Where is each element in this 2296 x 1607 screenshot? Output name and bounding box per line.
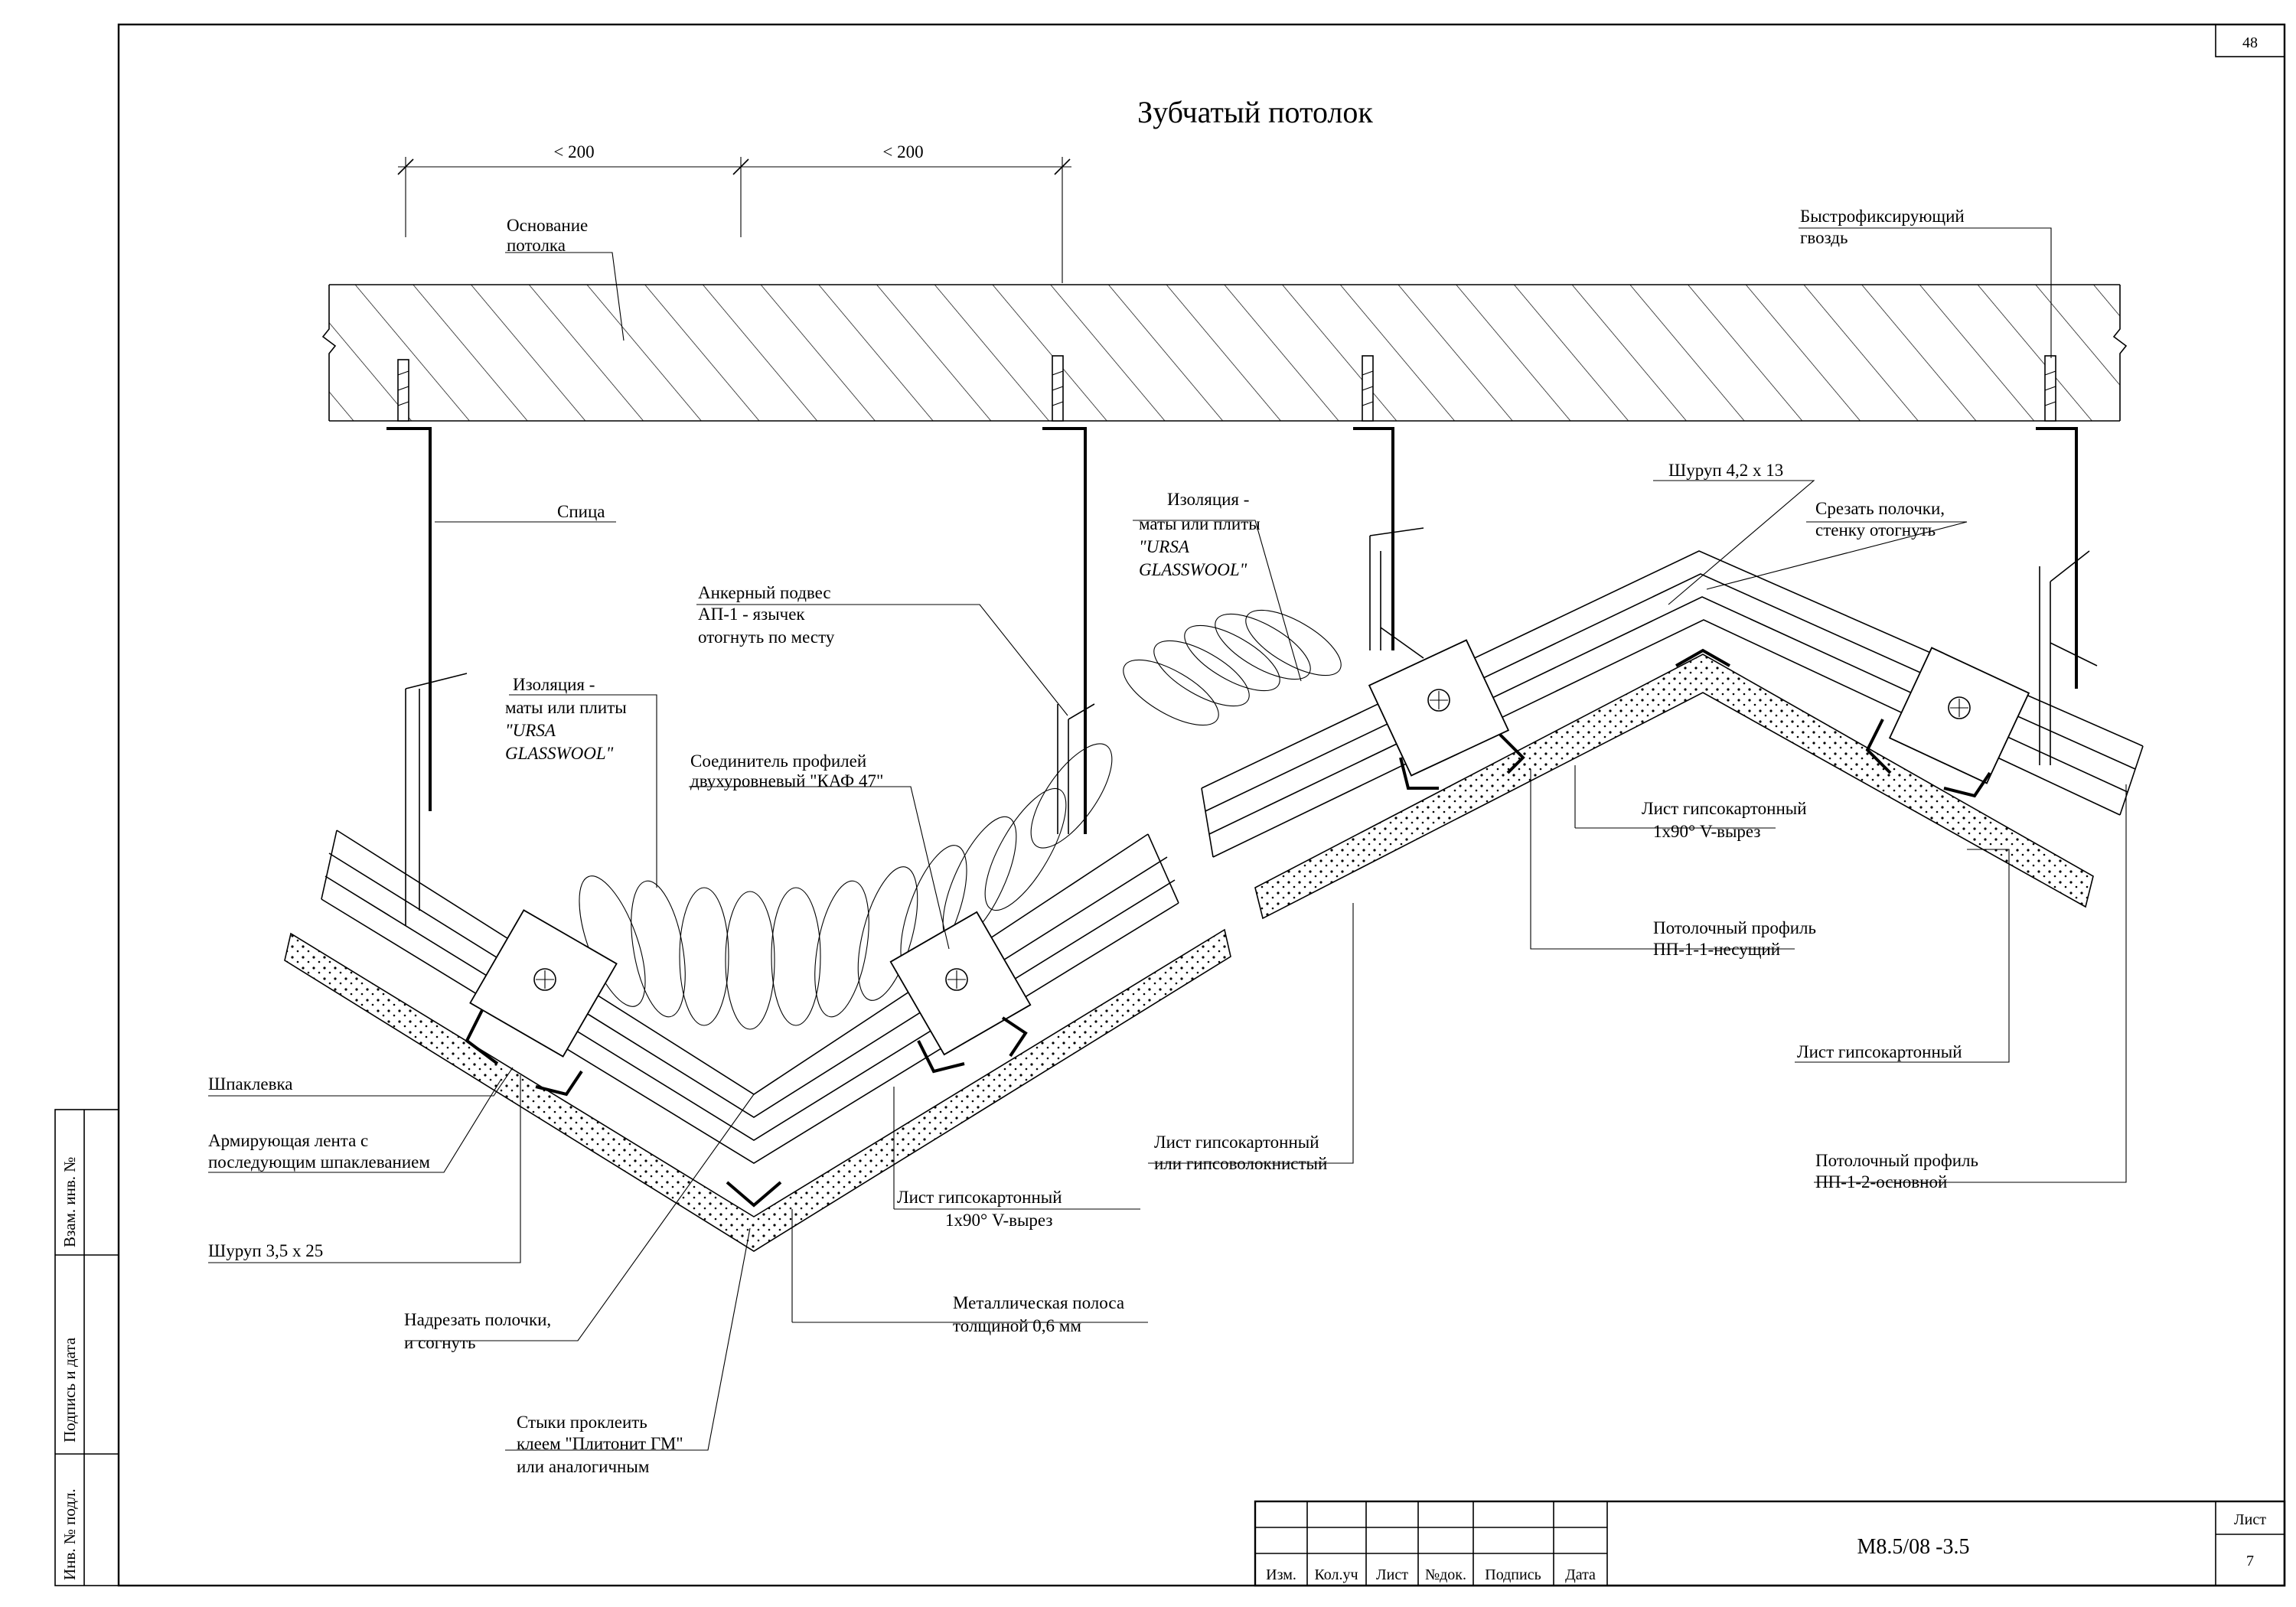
leader-lines: [208, 227, 2127, 1451]
label-shurup-42: Шуруп 4,2 х 13: [1668, 461, 1783, 480]
nail-group: [386, 355, 2066, 430]
label-metall-1: Металлическая полоса: [953, 1293, 1124, 1312]
annotation-labels: Основание потолка Быстрофиксирующий гвоз…: [208, 207, 1978, 1476]
label-pp-osn-1: Потолочный профиль: [1815, 1151, 1978, 1170]
ceiling-slab: [321, 284, 2128, 422]
label-ankernyi-3: отогнуть по месту: [698, 627, 835, 647]
label-nadrezat-1: Надрезать полочки,: [404, 1310, 551, 1329]
label-pp-osn-2: ПП-1-2-основной: [1815, 1172, 1947, 1191]
tb-kol: Кол.уч: [1314, 1566, 1358, 1583]
label-nadrezat-2: и согнуть: [404, 1333, 476, 1352]
right-v-assembly: [1123, 550, 2144, 920]
profile-connector-right: [889, 911, 1032, 1074]
label-gvozd-2: гвоздь: [1800, 228, 1848, 247]
label-list-gk-vrez-r-1: Лист гипсокартонный: [1642, 799, 1807, 818]
label-izol-left-4: GLASSWOOL": [505, 744, 614, 763]
label-spica: Спица: [557, 502, 605, 521]
tb-list-label: Лист: [2234, 1511, 2266, 1528]
dimension-right: < 200: [882, 142, 923, 161]
label-srezat-1: Срезать полочки,: [1815, 499, 1945, 518]
label-pp-nes-2: ПП-1-1-несущий: [1653, 940, 1780, 959]
label-shpaklevka: Шпаклевка: [208, 1074, 292, 1094]
drawing-title: Зубчатый потолок: [1137, 95, 1373, 129]
label-ankernyi-2: АП-1 - язычек: [698, 605, 805, 624]
label-shurup-35: Шуруп 3,5 х 25: [208, 1241, 323, 1260]
side-vzam: Взам. инв. №: [60, 1157, 79, 1247]
tb-ndok: №док.: [1425, 1566, 1466, 1583]
label-izol-right-1: Изоляция -: [1167, 490, 1249, 509]
label-arm-1: Армирующая лента с: [208, 1131, 368, 1150]
title-block: Изм. Кол.уч Лист №док. Подпись Дата М8.5…: [1254, 1500, 2286, 1587]
label-list-gk-r: Лист гипсокартонный: [1797, 1042, 1962, 1061]
tb-code: М8.5/08 -3.5: [1857, 1535, 1970, 1559]
sheet-frame: [117, 23, 2286, 1587]
label-arm-2: последующим шпаклеванием: [208, 1152, 430, 1172]
label-styki-2: клеем "Плитонит ГМ": [517, 1434, 683, 1453]
label-list-gk-gv-2: или гипсоволокнистый: [1154, 1154, 1327, 1173]
tb-list: Лист: [1376, 1566, 1408, 1583]
side-inv: Инв. № подл.: [60, 1488, 79, 1580]
profile-connector-upper-left: [1368, 639, 1525, 790]
label-list-gk-vrez-l-1: Лист гипсокартонный: [897, 1188, 1062, 1207]
label-ankernyi-1: Анкерный подвес: [698, 583, 831, 602]
label-izol-right-3: "URSA: [1139, 537, 1190, 556]
label-izol-left-2: маты или плиты: [505, 698, 627, 717]
label-izol-right-4: GLASSWOOL": [1139, 560, 1247, 579]
tb-list-num: 7: [2246, 1553, 2254, 1570]
label-soed-1: Соединитель профилей: [690, 751, 866, 771]
label-osnovanie-1: Основание: [507, 216, 588, 235]
label-osnovanie-2: потолка: [507, 236, 566, 255]
side-podpis: Подпись и дата: [60, 1337, 79, 1442]
label-list-gk-vrez-r-2: 1х90° V-вырез: [1653, 822, 1761, 841]
label-izol-left-3: "URSA: [505, 721, 556, 740]
label-list-gk-gv-1: Лист гипсокартонный: [1154, 1133, 1319, 1152]
nail-3: [1353, 355, 1385, 430]
sheet-number-top: 48: [2242, 34, 2258, 51]
profile-connector-upper-right: [1865, 647, 2030, 798]
label-list-gk-vrez-l-2: 1х90° V-вырез: [945, 1211, 1053, 1230]
dimension-group: < 200 < 200: [397, 142, 1071, 283]
hanger-rods: [405, 427, 2098, 926]
nail-4: [2036, 355, 2066, 430]
side-stamp: Взам. инв. № Подпись и дата Инв. № подл.: [54, 1109, 119, 1586]
nail-1: [386, 359, 421, 430]
left-v-assembly: [284, 743, 1231, 1252]
label-metall-2: толщиной 0,6 мм: [953, 1316, 1081, 1335]
label-srezat-2: стенку отогнуть: [1815, 520, 1936, 539]
label-styki-1: Стыки проклеить: [517, 1413, 647, 1432]
label-styki-3: или аналогичным: [517, 1457, 650, 1476]
tb-data: Дата: [1565, 1566, 1596, 1583]
label-izol-left-1: Изоляция -: [513, 675, 595, 694]
label-gvozd-1: Быстрофиксирующий: [1800, 207, 1965, 226]
sheet-number-box: [2215, 24, 2285, 57]
tb-izm: Изм.: [1266, 1566, 1296, 1583]
label-izol-right-2: маты или плиты: [1139, 514, 1261, 533]
label-soed-2: двухуровневый "КАФ 47": [690, 771, 883, 790]
label-pp-nes-1: Потолочный профиль: [1653, 918, 1816, 937]
profile-connector-left: [465, 909, 618, 1097]
nail-2: [1042, 355, 1075, 430]
dimension-left: < 200: [553, 142, 594, 161]
tb-podpis: Подпись: [1485, 1566, 1541, 1583]
